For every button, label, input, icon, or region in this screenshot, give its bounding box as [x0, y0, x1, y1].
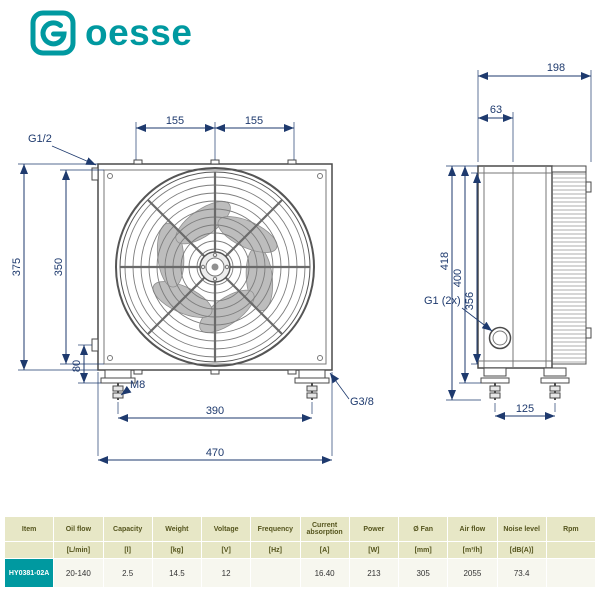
- dim-label-400: 400: [452, 269, 464, 287]
- spec-header-row: Item Oil flow Capacity Weight Voltage Fr…: [3, 516, 597, 542]
- dim-label-80: 80: [71, 360, 83, 372]
- port-label-g1: G1 (2x): [424, 295, 461, 307]
- side-port-g1: [488, 326, 512, 350]
- port-label-g12: G1/2: [28, 133, 52, 145]
- unit-current-absorption: [A]: [299, 541, 350, 559]
- col-header-capacity: Capacity: [102, 516, 153, 542]
- technical-drawing: 155 155 G1/2 375 350 80 M8: [11, 62, 592, 464]
- dim-label-155-right: 155: [245, 115, 263, 127]
- unit-item: [3, 541, 55, 559]
- fan-guard-spokes: [119, 171, 311, 363]
- port-label-g38: G3/8: [350, 396, 374, 408]
- value-current-absorption: 16.40: [299, 558, 350, 588]
- side-fin-stack: [551, 171, 587, 365]
- dim-label-155-left: 155: [166, 115, 184, 127]
- unit-fan-diameter: [mm]: [397, 541, 449, 559]
- col-header-current-absorption: Current absorption: [299, 516, 350, 542]
- unit-power: [W]: [348, 541, 400, 559]
- dim-label-418: 418: [439, 252, 451, 270]
- col-header-item: Item: [3, 516, 55, 542]
- front-feet: [100, 369, 330, 400]
- fan-hub: [199, 251, 231, 283]
- value-noise-level: 73.4: [496, 558, 547, 588]
- value-capacity: 2.5: [102, 558, 153, 588]
- col-header-air-flow: Air flow: [447, 516, 498, 542]
- col-header-weight: Weight: [151, 516, 203, 542]
- col-header-fan-diameter: Ø Fan: [397, 516, 449, 542]
- brand-logo: oesse: [30, 10, 192, 56]
- side-feet: [480, 367, 570, 400]
- dim-label-125: 125: [516, 403, 534, 415]
- col-header-rpm: Rpm: [545, 516, 597, 542]
- value-voltage: 12: [200, 558, 252, 588]
- side-tab-bottom: [585, 327, 592, 339]
- unit-frequency: [Hz]: [250, 541, 301, 559]
- unit-rpm: [545, 541, 597, 559]
- col-header-noise-level: Noise level: [496, 516, 547, 542]
- value-weight: 14.5: [151, 558, 203, 588]
- dim-label-390: 390: [206, 405, 224, 417]
- bolt-label-m8: M8: [130, 379, 145, 391]
- frame-screws: [107, 159, 323, 375]
- value-oil-flow: 20-140: [53, 558, 104, 588]
- brand-logo-icon: [30, 10, 76, 56]
- unit-air-flow: [m³/h]: [447, 541, 498, 559]
- value-air-flow: 2055: [447, 558, 498, 588]
- col-header-voltage: Voltage: [200, 516, 252, 542]
- front-frame-inner: [103, 169, 327, 365]
- unit-noise-level: [dB(A)]: [496, 541, 547, 559]
- dim-label-470: 470: [206, 447, 224, 459]
- dim-label-356: 356: [464, 292, 476, 310]
- front-dimensions: 155 155 G1/2 375 350 80 M8: [11, 115, 374, 464]
- front-port-top-left: [91, 167, 99, 181]
- front-port-bottom-left: [91, 338, 99, 352]
- value-rpm: [545, 558, 597, 588]
- side-view: [477, 165, 592, 400]
- unit-weight: [kg]: [151, 541, 203, 559]
- spec-values-row: HY0381-02A 20-140 2.5 14.5 12 16.40 213 …: [3, 558, 597, 588]
- value-power: 213: [348, 558, 400, 588]
- dim-label-198: 198: [547, 62, 565, 74]
- dim-label-63: 63: [490, 104, 502, 116]
- col-header-power: Power: [348, 516, 400, 542]
- side-dimensions: 198 63 418 400 356 G1 (2x) 125: [424, 62, 592, 420]
- unit-capacity: [l]: [102, 541, 153, 559]
- side-tab-top: [585, 181, 592, 193]
- value-item: HY0381-02A: [3, 558, 55, 588]
- dim-label-375: 375: [11, 258, 23, 276]
- value-fan-diameter: 305: [397, 558, 449, 588]
- col-header-oil-flow: Oil flow: [53, 516, 104, 542]
- unit-voltage: [V]: [200, 541, 252, 559]
- dim-label-350: 350: [53, 258, 65, 276]
- spec-table-container: Item Oil flow Capacity Weight Voltage Fr…: [3, 516, 597, 588]
- unit-oil-flow: [L/min]: [53, 541, 104, 559]
- spec-units-row: [L/min] [l] [kg] [V] [Hz] [A] [W] [mm] […: [3, 541, 597, 559]
- brand-wordmark: oesse: [85, 12, 193, 53]
- front-view: [91, 159, 333, 400]
- spec-table: Item Oil flow Capacity Weight Voltage Fr…: [3, 516, 597, 588]
- col-header-frequency: Frequency: [250, 516, 301, 542]
- side-top-flange: [551, 165, 587, 173]
- value-frequency: [250, 558, 301, 588]
